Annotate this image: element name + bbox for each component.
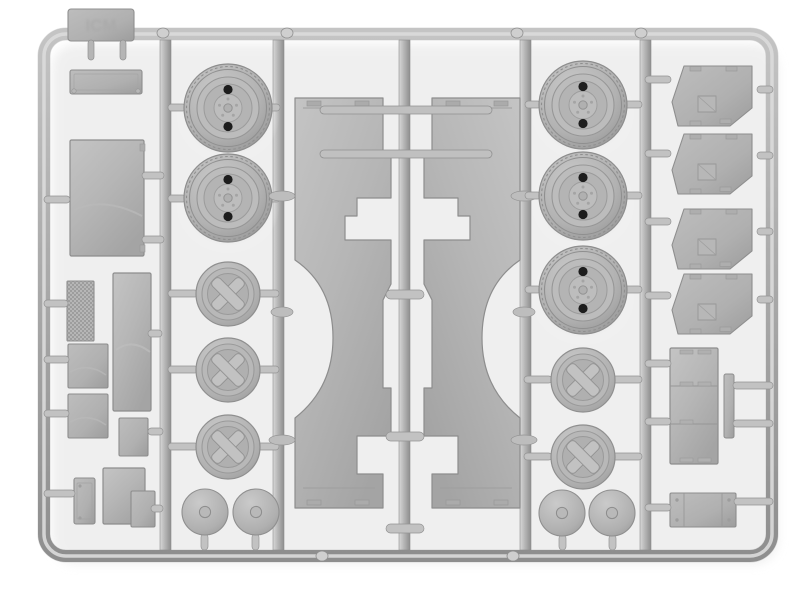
part-door-panel-a [67,343,109,389]
part-tyre-wheel-5 [538,245,628,335]
manufacturer-tab: ICM [67,8,135,42]
part-disc-1 [181,488,229,536]
right-column-parts [644,65,774,528]
part-disc-2 [232,488,280,536]
ejector-pins [156,27,648,562]
part-hub-x-3 [195,414,261,480]
left-column-gates [43,171,165,513]
right-column-gates [644,75,774,512]
part-long-hull-strip [112,272,152,412]
centre-side-gate-blobs [268,190,538,446]
right-wheel-column [523,60,643,551]
centre-gates [385,289,425,534]
part-armour-plate-4 [671,273,753,335]
part-hub-x-2 [195,337,261,403]
left-column-parts [43,69,165,528]
part-bumper-bar [69,69,143,95]
part-base-plate [669,492,737,528]
tab-gate-stubs [87,39,127,61]
left-wheel-column [167,63,281,551]
part-tyre-wheel-1 [183,63,273,153]
part-hub-x-1 [195,261,261,327]
part-armour-plate-3 [671,208,753,270]
part-hatch-stack [669,347,719,465]
centre-axle-rods [319,105,493,159]
part-armour-plate-2 [671,133,753,195]
centre-hull-panels [268,97,538,534]
part-hub-x-5 [550,424,616,490]
part-radiator-grille [66,280,95,342]
sprue-frame [37,27,779,563]
part-tyre-wheel-2 [183,153,273,243]
manufacturer-tab-text: ICM [85,16,116,35]
part-rib-strip [723,373,735,439]
part-side-panel-large [69,139,146,257]
part-tyre-wheel-3 [538,60,628,150]
part-disc-3 [538,489,586,537]
part-armour-plate-1 [671,65,753,127]
part-step-plate [73,477,96,525]
part-small-box-a [118,417,149,457]
part-disc-4 [588,489,636,537]
part-tyre-wheel-4 [538,151,628,241]
part-door-panel-b [67,393,109,439]
part-hub-x-4 [550,347,616,413]
